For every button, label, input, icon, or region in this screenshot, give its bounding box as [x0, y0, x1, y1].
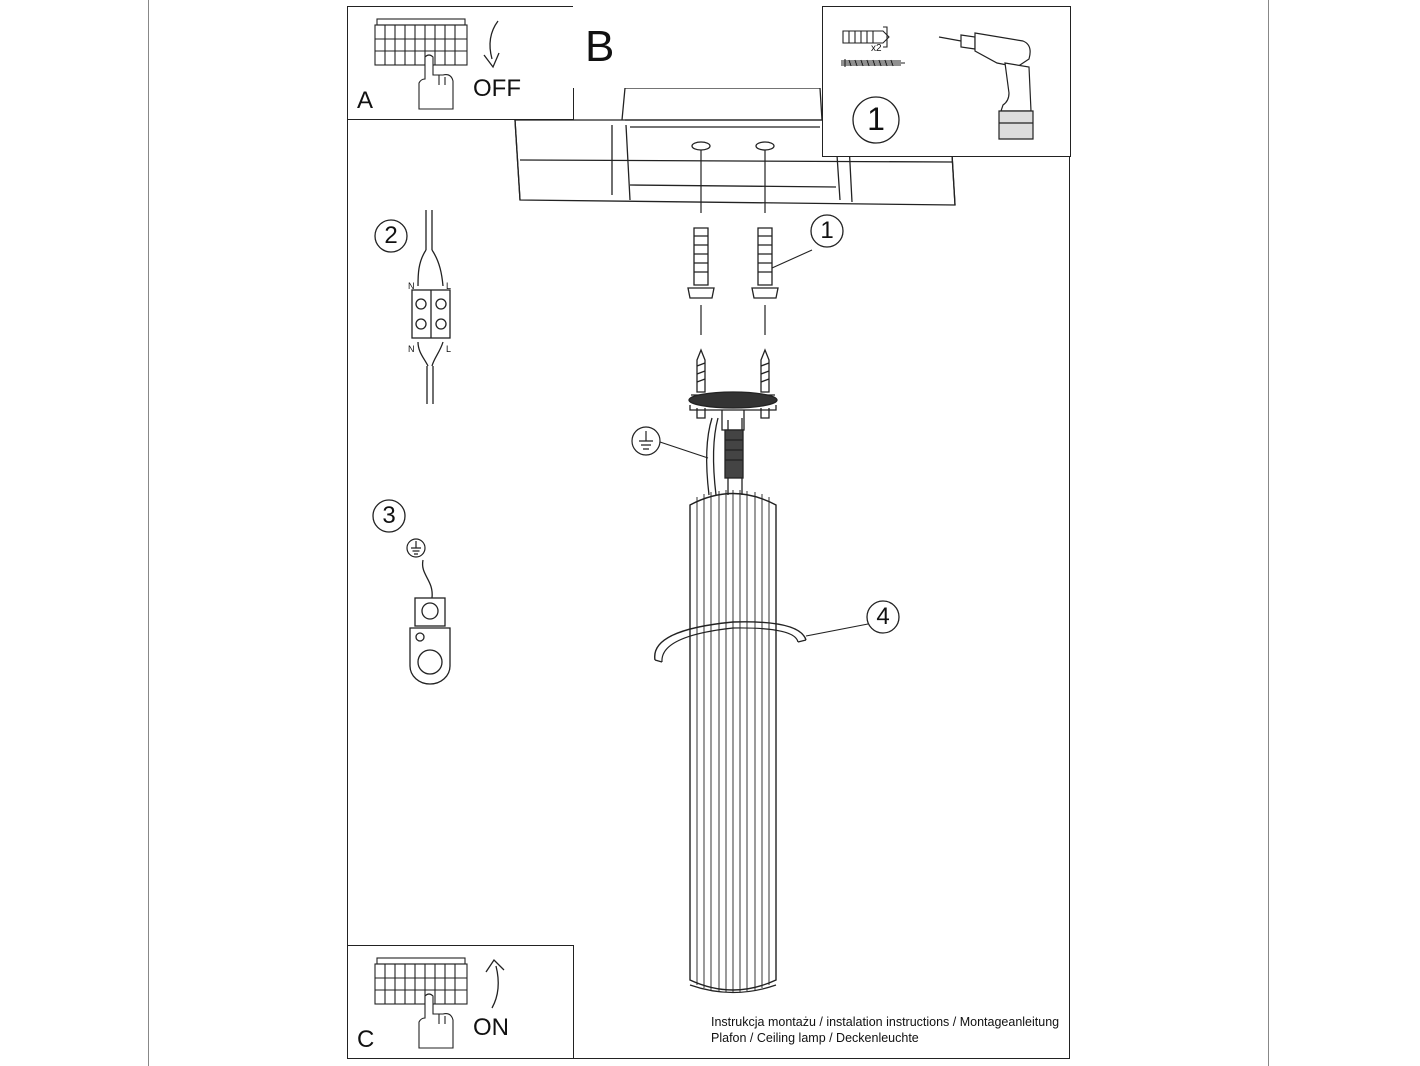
panel-a-action: OFF: [473, 75, 521, 102]
footer-subtitle: Plafon / Ceiling lamp / Deckenleuchte: [711, 1031, 919, 1045]
callout-step-1: 1: [820, 217, 834, 244]
panel-b-letter: B: [585, 22, 615, 71]
kit-tools-panel: x2 1: [822, 6, 1071, 157]
lamp-tube: [689, 490, 777, 994]
footer-title: Instrukcja montażu / instalation instruc…: [711, 1015, 1060, 1029]
page-edge-left: [148, 0, 149, 1066]
terminal-label-l-top: L: [446, 281, 452, 291]
kit-quantity: x2: [871, 43, 882, 54]
panel-a-power-off: OFF A: [347, 6, 574, 120]
screw-icon: [841, 59, 905, 67]
terminal-block: [411, 210, 451, 404]
panel-c-letter: C: [357, 1026, 375, 1053]
panel-c-power-on: ON C: [347, 945, 574, 1059]
callout-step-3: 3: [382, 502, 396, 529]
terminal-label-n-bottom: N: [408, 344, 415, 354]
panel-c-action: ON: [473, 1014, 509, 1041]
panel-b-header: B: [573, 6, 824, 88]
retaining-ring: [654, 621, 807, 663]
kit-step-number: 1: [867, 101, 885, 137]
canopy-plate: [688, 391, 778, 431]
rotate-arrow-icon: [483, 20, 500, 69]
power-switch-icon: [374, 957, 468, 1049]
anchor-icon: [687, 227, 779, 299]
terminal-label-l-bottom: L: [446, 344, 452, 354]
rotate-arrow-icon: [485, 958, 505, 1009]
drill-icon: [938, 32, 1034, 140]
callout-step-4: 4: [876, 603, 890, 630]
callout-step-2: 2: [384, 222, 398, 249]
power-cable: [706, 417, 744, 496]
screw-icon: [691, 348, 775, 396]
page-edge-right: [1268, 0, 1269, 1066]
hand-icon: [418, 54, 454, 110]
panel-a-letter: A: [357, 87, 374, 114]
ground-terminal: [409, 559, 451, 685]
terminal-label-n-top: N: [408, 281, 415, 291]
hand-icon: [418, 993, 454, 1049]
step-1-circle: [852, 96, 900, 144]
ground-symbol-icon: [406, 426, 661, 558]
anchor-icon: [841, 26, 905, 67]
power-switch-icon: [374, 18, 468, 110]
